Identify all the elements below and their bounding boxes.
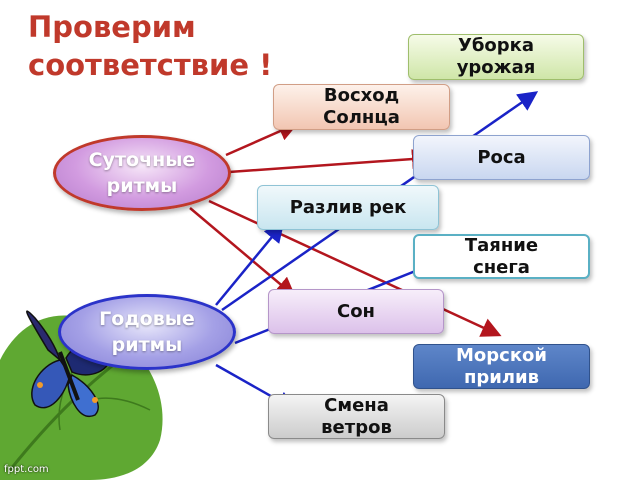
slide-title: Проверим соответствие ! xyxy=(28,10,273,82)
sea-tide-label: Морской прилив xyxy=(455,344,548,388)
yearly-rhythms-label: Годовые ритмы xyxy=(99,308,195,356)
butterfly-icon xyxy=(26,310,111,418)
sleep-box[interactable]: Сон xyxy=(268,289,444,334)
snow-melt-box[interactable]: Таяние снега xyxy=(413,234,590,279)
sleep-label: Сон xyxy=(336,300,375,322)
yearly-rhythms-ellipse[interactable]: Годовые ритмы xyxy=(58,294,236,370)
daily-rhythms-label: Суточные ритмы xyxy=(88,149,196,197)
snow-melt-label: Таяние снега xyxy=(464,234,539,278)
river-flood-box[interactable]: Разлив рек xyxy=(257,185,439,230)
arrow-yearly-to-flood xyxy=(215,222,285,306)
watermark-text: fppt.com xyxy=(4,464,49,475)
sea-tide-box[interactable]: Морской прилив xyxy=(413,344,590,389)
sunrise-box[interactable]: Восход Солнца xyxy=(273,84,450,130)
harvest-label: Уборка урожая xyxy=(456,35,536,78)
dew-box[interactable]: Роса xyxy=(413,135,590,180)
daily-rhythms-ellipse[interactable]: Суточные ритмы xyxy=(53,135,231,211)
sunrise-label: Восход Солнца xyxy=(323,85,400,128)
arrow-daily-to-sleep xyxy=(189,207,296,298)
river-flood-label: Разлив рек xyxy=(289,196,407,218)
wind-change-box[interactable]: Смена ветров xyxy=(268,394,445,439)
arrow-daily-to-sunrise xyxy=(225,121,299,157)
dew-label: Роса xyxy=(477,146,526,168)
wind-change-label: Смена ветров xyxy=(321,394,392,438)
harvest-box[interactable]: Уборка урожая xyxy=(408,34,584,80)
arrow-daily-to-dew xyxy=(228,149,432,174)
